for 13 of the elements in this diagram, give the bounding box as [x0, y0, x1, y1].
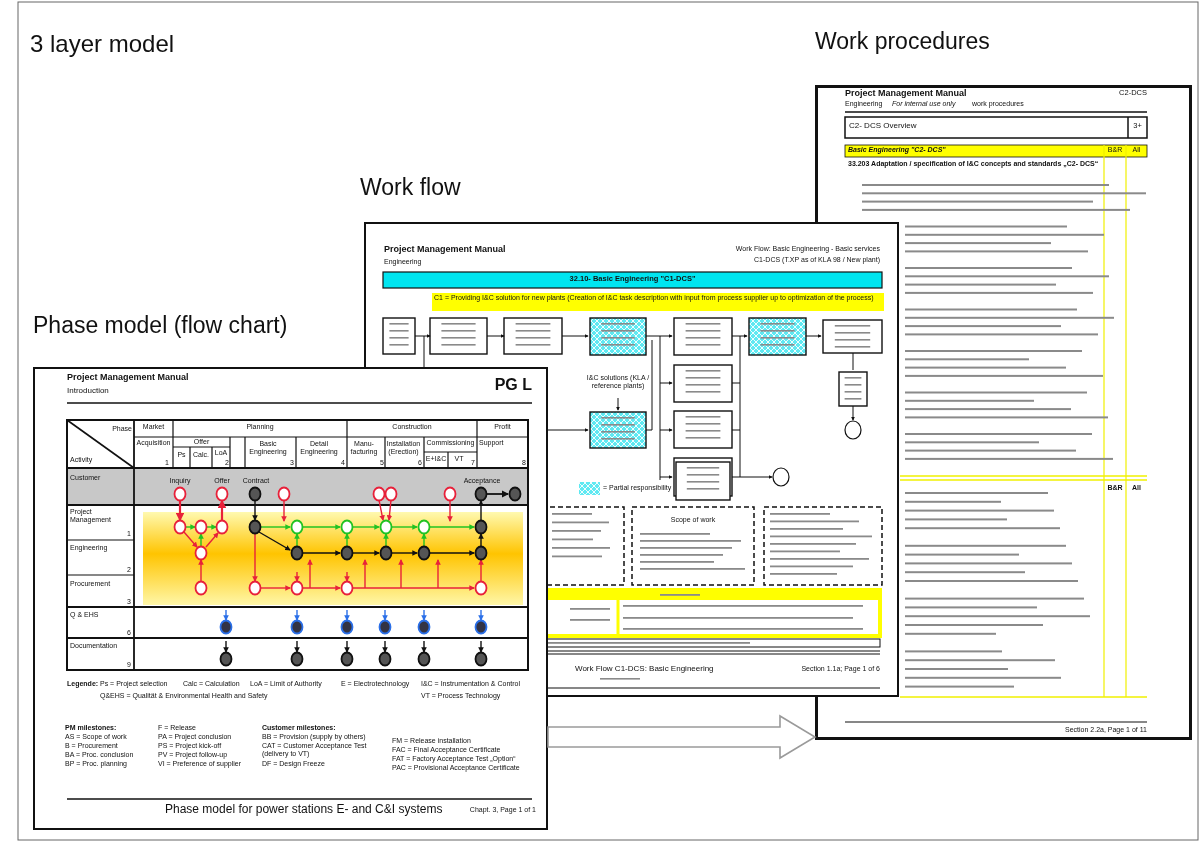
header-text: Project Management Manual — [67, 373, 190, 383]
page-heading: Work procedures — [815, 28, 990, 55]
footer-title: Phase model for power stations E- and C&I systems — [165, 803, 444, 817]
section-title: C2- DCS Overview — [849, 122, 918, 131]
page-heading: Work flow — [360, 174, 461, 201]
header-text: PG L — [493, 376, 532, 394]
header-text: Project Management Manual — [384, 245, 507, 255]
diagram-title: 3 layer model — [30, 30, 175, 58]
footer-text: Work Flow C1-DCS: Basic Engineering — [575, 665, 715, 674]
header-text: Project Management Manual — [845, 89, 968, 99]
block-arrow — [547, 714, 817, 760]
page-heading: Phase model (flow chart) — [33, 312, 288, 339]
header-text: Introduction — [67, 387, 110, 396]
